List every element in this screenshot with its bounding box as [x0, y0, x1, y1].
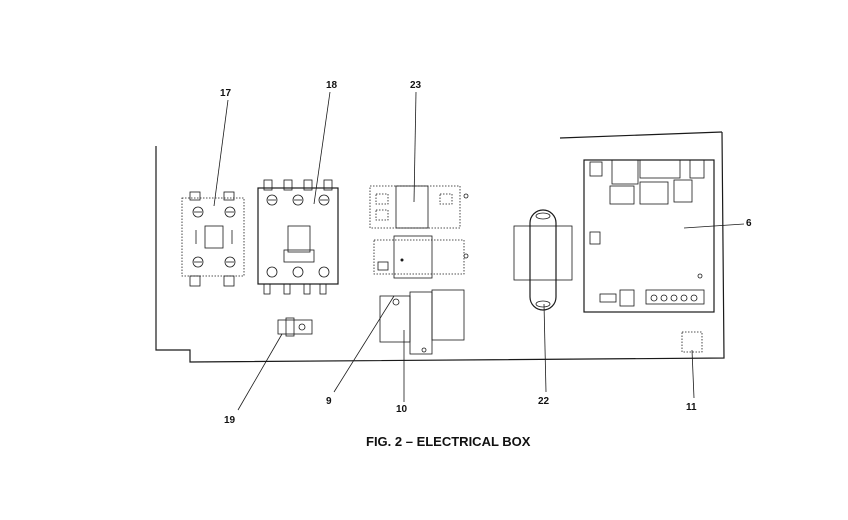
relay-23: [369, 185, 469, 229]
contactor-17: [181, 191, 245, 287]
electrical-box-panel: [155, 131, 725, 363]
callout-22: 22: [538, 396, 550, 407]
callout-18: 18: [326, 80, 338, 91]
callout-19: 19: [224, 415, 236, 426]
callout-6: 6: [746, 218, 752, 229]
callout-23: 23: [410, 80, 422, 91]
component-22: [513, 209, 573, 311]
callout-11: 11: [686, 402, 697, 413]
callout-labels: 17 18 23 6 19 9 10 22 11: [220, 80, 752, 426]
terminal-19: [277, 317, 313, 337]
callout-17: 17: [220, 88, 232, 99]
relay-9: [373, 235, 469, 279]
relay-10: [379, 289, 465, 355]
figure-caption: FIG. 2 – ELECTRICAL BOX: [366, 434, 531, 449]
leader-lines: [213, 91, 745, 411]
control-board-6: [583, 159, 715, 313]
callout-10: 10: [396, 404, 408, 415]
contactor-18: [257, 179, 339, 295]
callout-9: 9: [326, 396, 332, 407]
fitting-11: [681, 331, 703, 353]
